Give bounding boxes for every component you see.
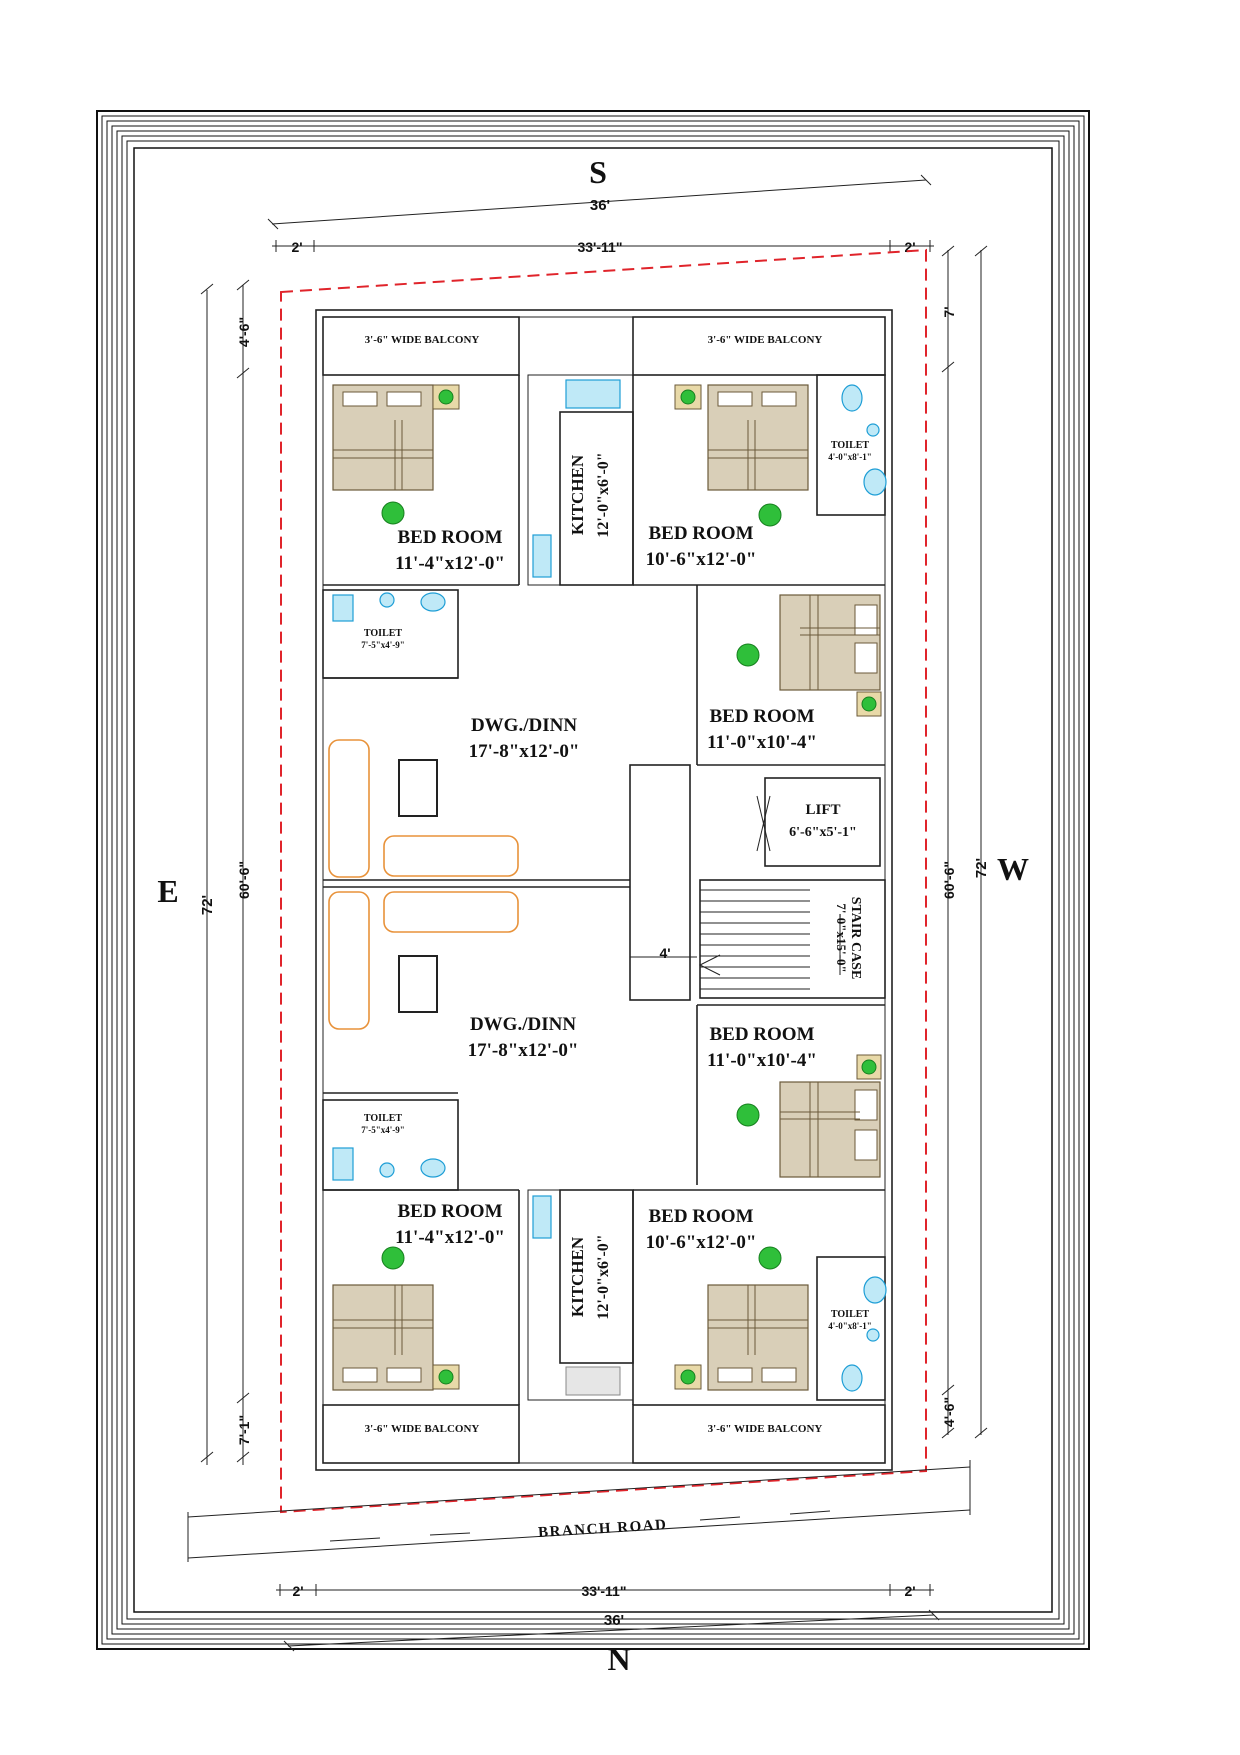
balcony-bottom-right: 3'-6" WIDE BALCONY (632, 1404, 886, 1464)
lift: LIFT 6'-6"x5'-1" (756, 777, 881, 867)
dwg-lower-label: DWG./DINN (470, 1014, 576, 1035)
toilet-bottom-left-size: 7'-5"x4'-9" (361, 1125, 405, 1135)
dim-right-mid: 60'-6" (941, 861, 957, 899)
bedroom-mid-lower-label: BED ROOM (709, 1024, 814, 1045)
bedroom-top-left: BED ROOM 11'-4"x12'-0" (332, 384, 505, 574)
dim-top-mid: 33'-11" (577, 239, 622, 255)
balcony-bottom-right-label: 3'-6" WIDE BALCONY (708, 1423, 823, 1435)
staircase: STAIR CASE 7'-0"x15'-0" 4' (630, 879, 886, 999)
toilet-top-left: TOILET 7'-5"x4'-9" (322, 589, 459, 679)
bedroom-bottom-right-label: BED ROOM (648, 1206, 753, 1227)
toilet-top-right: TOILET 4'-0"x8'-1" (816, 374, 887, 516)
balcony-top-left: 3'-6" WIDE BALCONY (322, 316, 520, 376)
toilet-bottom-left-label: TOILET (364, 1113, 402, 1124)
bedroom-bottom-right: BED ROOM 10'-6"x12'-0" (646, 1206, 809, 1391)
branch-road: BRANCH ROAD (187, 1460, 971, 1562)
dim-right-bottom: 4'-6" (941, 1397, 957, 1427)
dim-left-total: 72' (199, 895, 216, 915)
toilet-bottom-right-size: 4'-0"x8'-1" (828, 1321, 872, 1331)
bedroom-bottom-right-size: 10'-6"x12'-0" (646, 1232, 757, 1253)
dim-bottom-total: 36' (604, 1612, 624, 1629)
dim-top-left: 2' (291, 239, 302, 255)
bedroom-mid-lower: BED ROOM 11'-0"x10'-4" (707, 1024, 882, 1178)
dim-left-mid: 60'-6" (236, 861, 252, 899)
balcony-bottom-left: 3'-6" WIDE BALCONY (322, 1404, 520, 1464)
bedroom-top-right-label: BED ROOM (648, 523, 753, 544)
sheet-border (96, 110, 1090, 1650)
balcony-top-left-label: 3'-6" WIDE BALCONY (365, 334, 480, 346)
left-dimensions: 72' 4'-6" 60'-6" 7'-1" (199, 279, 252, 1465)
compass-west: W (997, 851, 1029, 887)
plot-boundary (280, 248, 927, 1514)
dim-right-total: 72' (973, 858, 990, 878)
lift-label: LIFT (805, 802, 840, 818)
toilet-bottom-right-label: TOILET (831, 1309, 869, 1320)
balcony-top-right-label: 3'-6" WIDE BALCONY (708, 334, 823, 346)
dim-bottom-mid: 33'-11" (581, 1583, 626, 1599)
top-dimensions: 36' 2' 33'-11" 2' (267, 174, 934, 255)
bedroom-top-left-size: 11'-4"x12'-0" (395, 553, 505, 574)
dim-stair-width: 4' (659, 945, 670, 961)
kitchen-top: KITCHEN 12'-0"x6'-0" (527, 374, 634, 586)
bedroom-top-left-label: BED ROOM (397, 527, 502, 548)
compass-east: E (157, 873, 178, 909)
dim-top-right: 2' (904, 239, 915, 255)
bedroom-top-right-size: 10'-6"x12'-0" (646, 549, 757, 570)
bedroom-mid-lower-size: 11'-0"x10'-4" (707, 1050, 817, 1071)
kitchen-top-label: KITCHEN (568, 454, 587, 535)
bedroom-bottom-left: BED ROOM 11'-4"x12'-0" (332, 1201, 505, 1391)
balcony-top-right: 3'-6" WIDE BALCONY (632, 316, 886, 376)
toilet-top-left-label: TOILET (364, 628, 402, 639)
bottom-dimensions: 2' 33'-11" 2' 36' (276, 1583, 940, 1652)
stair-size: 7'-0"x15'-0" (834, 903, 849, 972)
bedroom-mid-upper: BED ROOM 11'-0"x10'-4" (707, 594, 882, 753)
road-label: BRANCH ROAD (538, 1517, 668, 1541)
dim-right-top: 7' (941, 306, 957, 317)
kitchen-top-size: 12'-0"x6'-0" (595, 452, 612, 537)
dim-bottom-right: 2' (904, 1583, 915, 1599)
dwg-upper-label: DWG./DINN (471, 715, 577, 736)
dim-top-total: 36' (590, 197, 610, 214)
stair-label: STAIR CASE (848, 897, 863, 980)
balcony-bottom-left-label: 3'-6" WIDE BALCONY (365, 1423, 480, 1435)
dwg-lower: DWG./DINN 17'-8"x12'-0" (328, 891, 579, 1061)
kitchen-bottom-size: 12'-0"x6'-0" (595, 1234, 612, 1319)
compass-north: N (607, 1641, 630, 1677)
dwg-lower-size: 17'-8"x12'-0" (468, 1040, 579, 1061)
dwg-upper: DWG./DINN 17'-8"x12'-0" (328, 715, 580, 878)
bedroom-mid-upper-label: BED ROOM (709, 706, 814, 727)
compass-south: S (589, 154, 607, 190)
right-dimensions: 72' 7' 60'-6" 4'-6" (941, 245, 990, 1439)
dim-left-bottom: 7'-1" (236, 1415, 252, 1445)
toilet-top-left-size: 7'-5"x4'-9" (361, 640, 405, 650)
toilet-top-right-size: 4'-0"x8'-1" (828, 452, 872, 462)
toilet-top-right-label: TOILET (831, 440, 869, 451)
kitchen-bottom-label: KITCHEN (568, 1236, 587, 1317)
kitchen-bottom: KITCHEN 12'-0"x6'-0" (527, 1189, 634, 1401)
dim-bottom-left: 2' (292, 1583, 303, 1599)
bedroom-mid-upper-size: 11'-0"x10'-4" (707, 732, 817, 753)
bedroom-bottom-left-label: BED ROOM (397, 1201, 502, 1222)
lift-size: 6'-6"x5'-1" (789, 825, 857, 840)
bedroom-bottom-left-size: 11'-4"x12'-0" (395, 1227, 505, 1248)
toilet-bottom-right: TOILET 4'-0"x8'-1" (816, 1256, 887, 1401)
toilet-bottom-left: TOILET 7'-5"x4'-9" (322, 1099, 459, 1191)
bedroom-top-right: BED ROOM 10'-6"x12'-0" (646, 384, 809, 570)
dwg-upper-size: 17'-8"x12'-0" (469, 741, 580, 762)
dim-left-top: 4'-6" (236, 317, 252, 347)
